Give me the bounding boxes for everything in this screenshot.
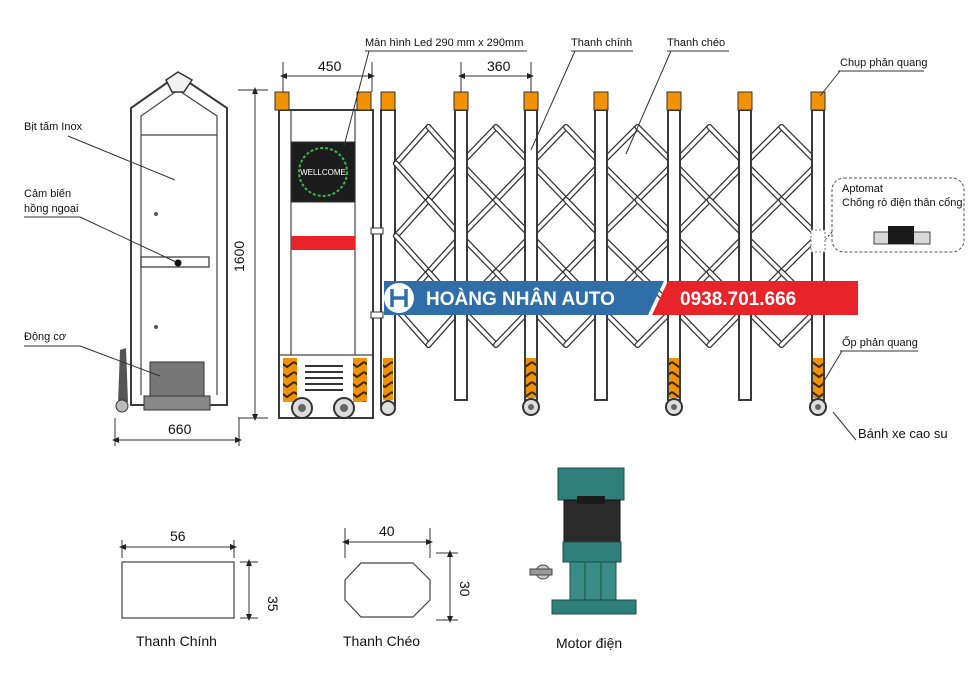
hotline: 0938.701.666 bbox=[680, 289, 796, 310]
motor-box bbox=[149, 361, 205, 397]
front-view: WELLCOME bbox=[274, 58, 858, 419]
head-reflector-right bbox=[353, 358, 367, 402]
label-ir-sensor-2: hồng ngoại bbox=[24, 203, 78, 215]
reflector-cap bbox=[810, 91, 826, 111]
label-cross-bar: Thanh chéo bbox=[667, 37, 725, 49]
dim-side-width: 660 bbox=[168, 421, 192, 437]
label-aptomat-1: Aptomat bbox=[842, 183, 883, 195]
label-reflector-cover: Ốp phản quang bbox=[842, 335, 918, 349]
label-aptomat-2: Chống rò điện thân cổng bbox=[842, 197, 962, 209]
reflector-cap bbox=[593, 91, 609, 111]
reflector-cover bbox=[669, 358, 679, 398]
label-rubber-wheel: Bánh xe cao su bbox=[858, 426, 948, 441]
motor-gearbox bbox=[569, 561, 617, 601]
cross-bar-section bbox=[344, 562, 431, 618]
main-bar-post bbox=[809, 91, 827, 416]
label-inox-cover: Bịt tấm Inox bbox=[24, 121, 83, 133]
label-led: Màn hình Led 290 mm x 290mm bbox=[365, 37, 523, 49]
banner-red-band bbox=[652, 281, 858, 315]
side-leg bbox=[118, 348, 128, 404]
reflector-cap bbox=[666, 91, 682, 111]
main-bar-post bbox=[737, 91, 753, 401]
main-bar-section bbox=[121, 561, 235, 619]
head-unit: WELLCOME bbox=[274, 91, 374, 419]
motor-housing bbox=[563, 499, 621, 543]
head-cap-left bbox=[274, 91, 290, 111]
dim-height: 1600 bbox=[231, 241, 247, 272]
post-body bbox=[811, 109, 825, 401]
motor-base bbox=[551, 599, 637, 615]
post-body bbox=[454, 109, 468, 401]
side-body-outline bbox=[130, 73, 228, 406]
main-bar-post bbox=[453, 91, 469, 401]
reflector-cap bbox=[523, 91, 539, 111]
caption-cross-bar: Thanh Chéo bbox=[343, 633, 420, 649]
caption-motor: Motor điện bbox=[556, 635, 622, 651]
dim-cross-height: 30 bbox=[457, 581, 473, 597]
brand-banner: HOÀNG NHÂN AUTO 0938.701.666 bbox=[384, 281, 858, 315]
aptomat-marker bbox=[810, 229, 826, 253]
post-body bbox=[524, 109, 538, 401]
main-bar-post bbox=[593, 91, 609, 401]
main-bar-profile: 56 35 Thanh Chính bbox=[119, 528, 281, 649]
ir-sensor-dot bbox=[174, 259, 182, 267]
label-motor: Động cơ bbox=[24, 331, 66, 343]
dim-main-height: 35 bbox=[265, 596, 281, 612]
motor-top bbox=[557, 467, 625, 501]
brand-name: HOÀNG NHÂN AUTO bbox=[426, 288, 615, 310]
side-base bbox=[143, 395, 211, 411]
reflector-cap bbox=[737, 91, 753, 111]
side-wheel bbox=[115, 399, 129, 413]
label-ir-sensor-1: Cảm biến bbox=[24, 188, 71, 200]
led-screen bbox=[290, 141, 356, 203]
side-top-cap bbox=[165, 71, 194, 93]
banner-blue-band bbox=[384, 281, 664, 315]
electric-motor: Motor điện bbox=[529, 467, 637, 651]
dim-bar-spacing: 360 bbox=[487, 58, 511, 74]
dim-cross-width: 40 bbox=[379, 523, 395, 539]
aptomat-callout: Aptomat Chống rò điện thân cổng bbox=[824, 177, 965, 253]
dim-head-width: 450 bbox=[318, 58, 342, 74]
cross-bar-profile: 40 30 Thanh Chéo bbox=[342, 523, 473, 649]
main-bar-post bbox=[665, 91, 683, 416]
label-reflector-cap: Chụp phản quang bbox=[840, 57, 927, 69]
post-body bbox=[738, 109, 752, 401]
reflector-cover bbox=[526, 358, 536, 398]
gate-posts bbox=[453, 91, 827, 416]
dim-main-width: 56 bbox=[170, 528, 186, 544]
reflector-cap bbox=[453, 91, 469, 111]
head-reflector-left bbox=[283, 358, 297, 402]
head-cap-right bbox=[356, 91, 372, 111]
caption-main-bar: Thanh Chính bbox=[136, 633, 217, 649]
post-body bbox=[667, 109, 681, 401]
led-text: WELLCOME bbox=[300, 168, 346, 177]
reflector-cover bbox=[813, 358, 823, 398]
post-body bbox=[594, 109, 608, 401]
label-main-bar: Thanh chính bbox=[571, 37, 632, 49]
logo-plate bbox=[291, 236, 355, 250]
main-bar-post bbox=[522, 91, 540, 416]
side-view: 660 1600 bbox=[112, 71, 268, 446]
